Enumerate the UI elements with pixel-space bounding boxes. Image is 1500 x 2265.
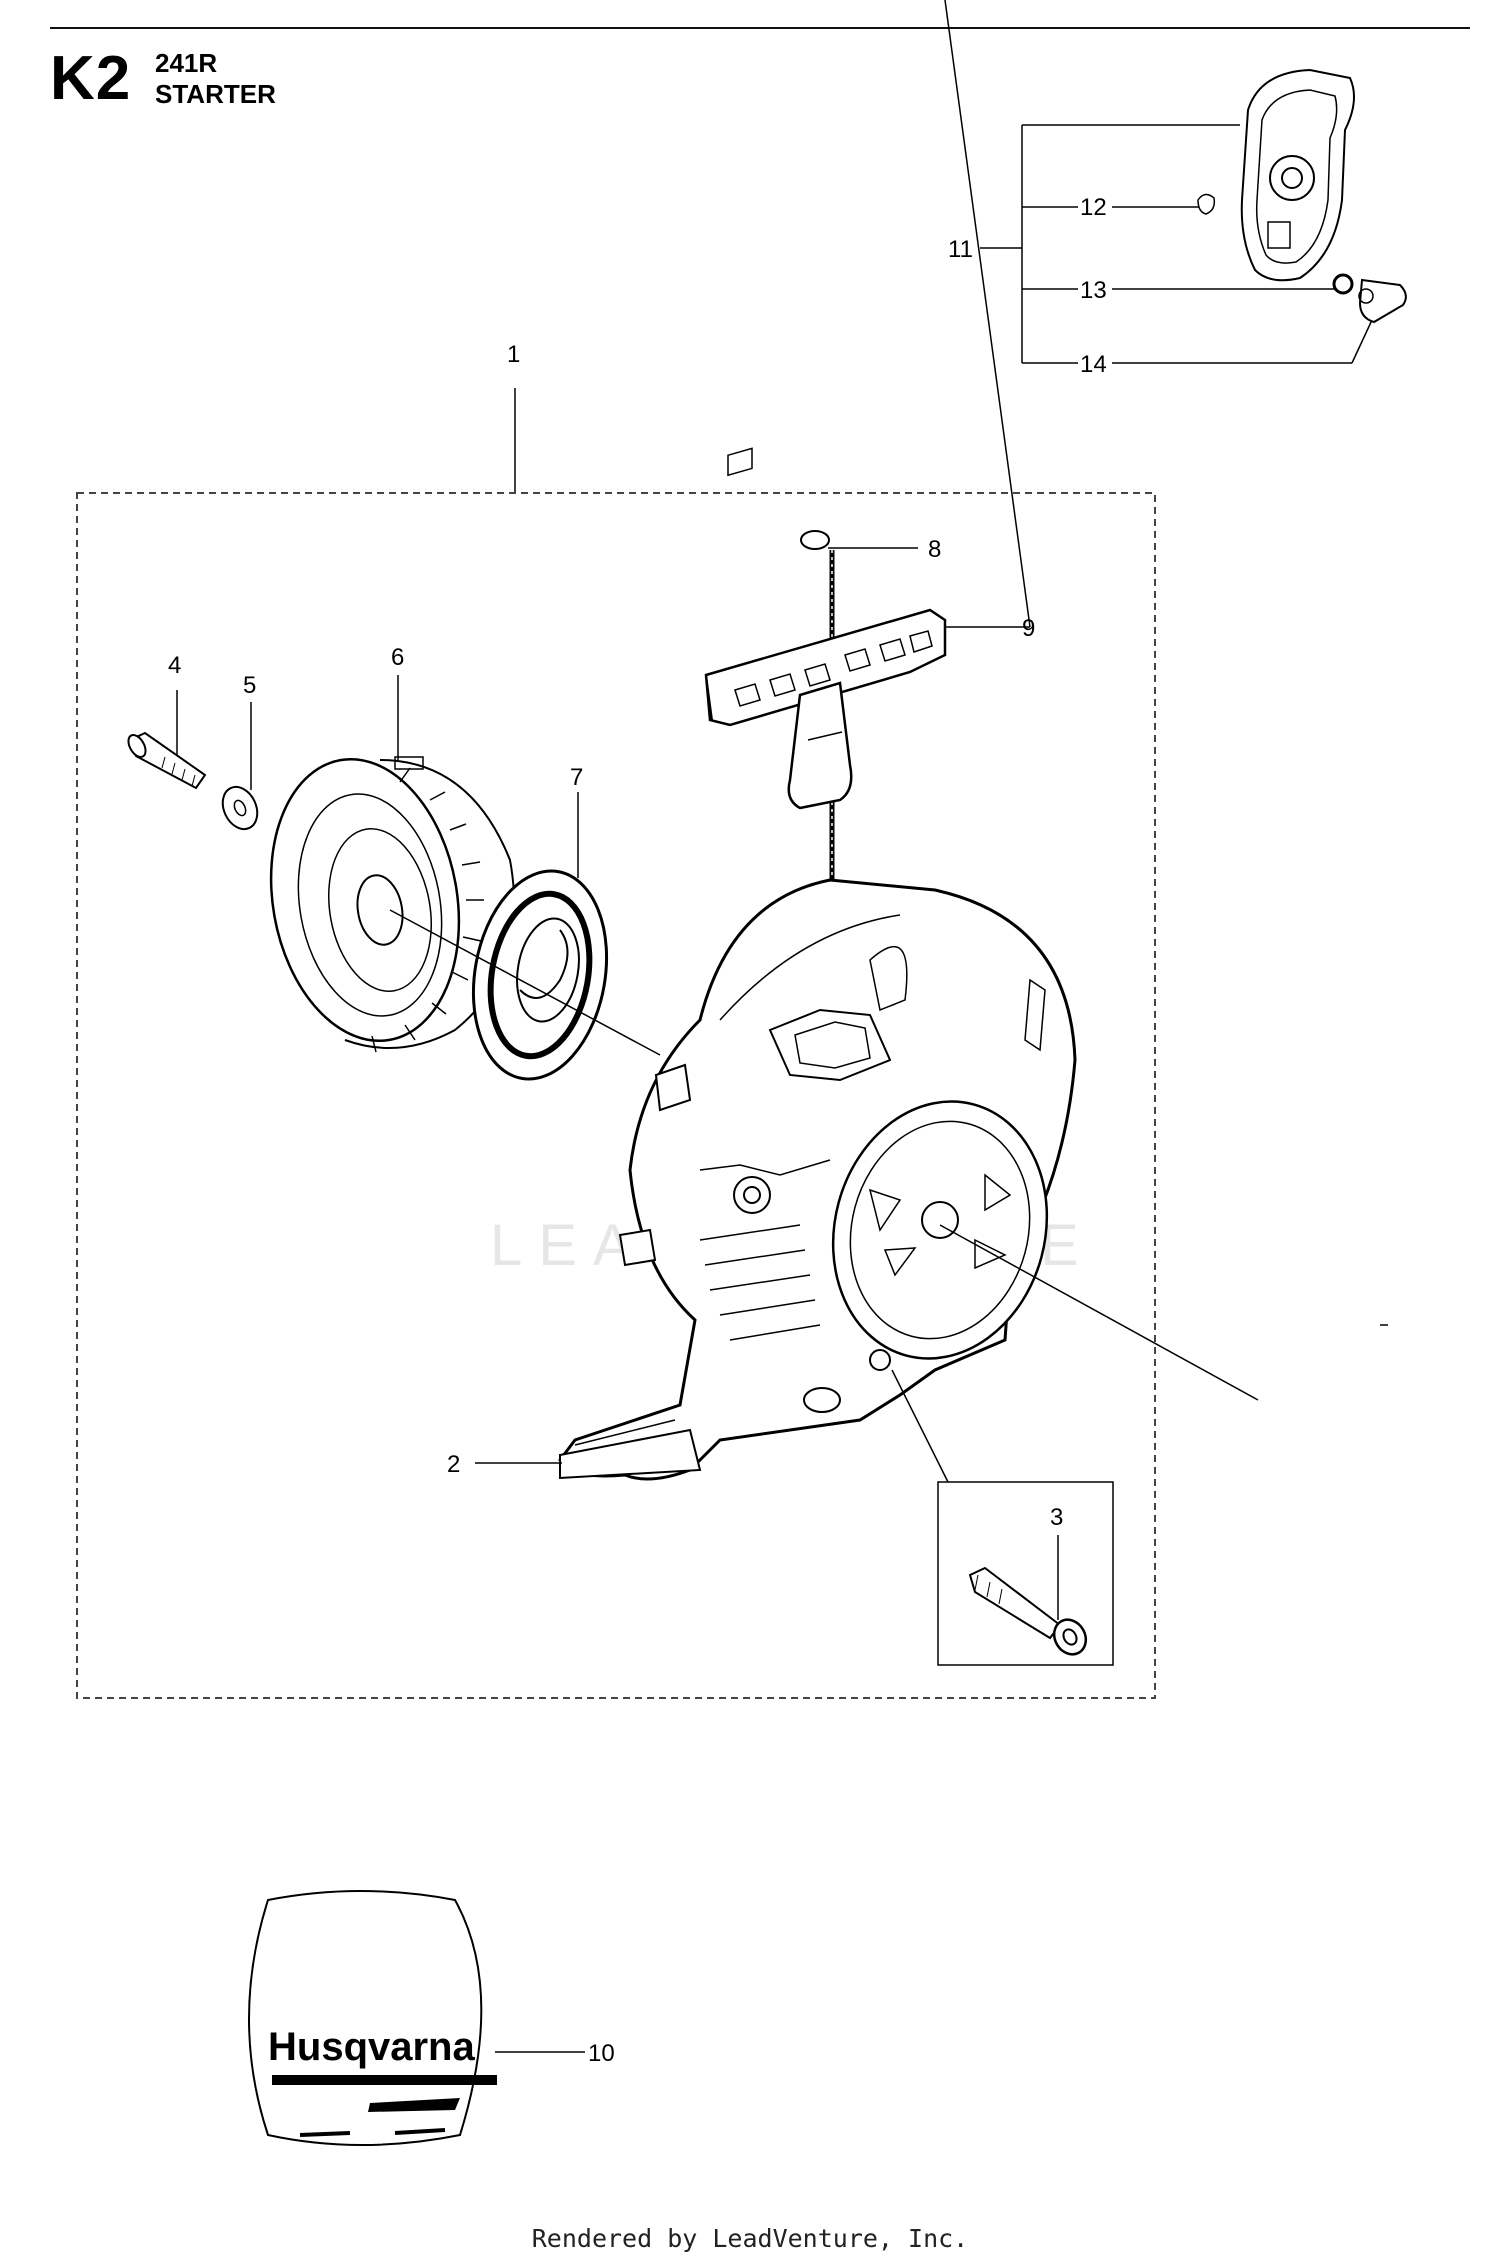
callout-5[interactable]: 5: [243, 672, 256, 699]
section-title: STARTER: [155, 79, 276, 109]
starter-housing-part-2: [475, 878, 1388, 1481]
decal-brand-text: Husqvarna: [268, 2025, 475, 2069]
pulley-part-6: [269, 675, 516, 1053]
washer-part-5: [221, 702, 259, 831]
callout-10[interactable]: 10: [588, 2040, 615, 2067]
callout-8[interactable]: 8: [928, 536, 941, 563]
callout-2[interactable]: 2: [447, 1451, 460, 1478]
callout-9[interactable]: 9: [1022, 615, 1035, 642]
callout-11[interactable]: 11: [948, 236, 973, 263]
decal-part-10: [248, 1890, 585, 2146]
callout-3[interactable]: 3: [1050, 1504, 1063, 1531]
page-code: K2: [50, 44, 132, 113]
cover-assembly-part-11: [980, 68, 1407, 364]
spring-part-7: [389, 792, 661, 1081]
footer-credit: Rendered by LeadVenture, Inc.: [531, 2224, 969, 2253]
callout-4[interactable]: 4: [168, 652, 181, 679]
assembly-boundary: [76, 492, 1156, 1699]
handle-part-9: [704, 0, 1031, 810]
callout-6[interactable]: 6: [391, 644, 404, 671]
callout-12[interactable]: 12: [1080, 194, 1107, 221]
callout-13[interactable]: 13: [1080, 277, 1107, 304]
callout-1[interactable]: 1: [507, 341, 520, 368]
model-name: 241R: [155, 48, 218, 78]
header-rule: [50, 27, 1470, 29]
screw-part-3: [891, 1369, 1114, 1666]
bolt-part-4: [127, 690, 207, 790]
callout-14[interactable]: 14: [1080, 351, 1107, 378]
callout-7[interactable]: 7: [570, 764, 583, 791]
